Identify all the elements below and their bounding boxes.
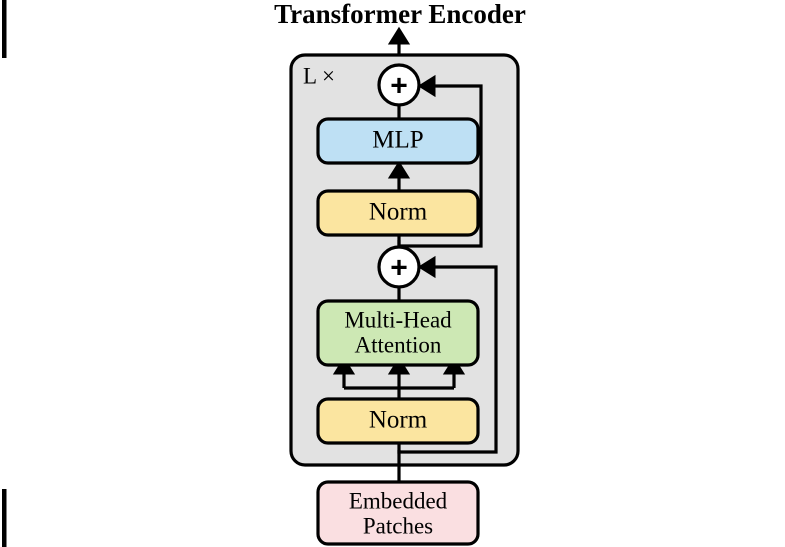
node-multi-head-attention-label-line1: Multi-Head: [344, 307, 452, 332]
node-norm-upper-label: Norm: [369, 199, 428, 226]
node-add-upper-label: +: [390, 70, 408, 103]
node-embedded-patches[interactable]: Embedded Patches: [316, 480, 480, 546]
node-mlp-label: MLP: [372, 127, 423, 154]
node-embedded-patches-shape: [316, 480, 480, 546]
node-mlp[interactable]: MLP: [316, 117, 480, 165]
node-add-upper-shape: [377, 63, 421, 107]
node-add-lower-label: +: [390, 252, 408, 285]
node-norm-lower[interactable]: Norm: [316, 397, 480, 445]
node-embedded-patches-label-line2: Patches: [363, 513, 433, 538]
node-multi-head-attention-label-line2: Attention: [355, 332, 442, 357]
node-add-lower-shape: [377, 245, 421, 289]
node-add-lower[interactable]: +: [377, 245, 421, 289]
node-norm-lower-shape: [316, 397, 480, 445]
page-edge-bar-bottom: [2, 489, 7, 547]
page-title: Transformer Encoder: [274, 0, 526, 29]
node-norm-upper-shape: [316, 189, 480, 237]
repeat-count-label: L ×: [303, 63, 335, 88]
node-embedded-patches-label-line1: Embedded: [349, 488, 448, 513]
page-edge-bar-top: [2, 0, 7, 58]
node-multi-head-attention-shape: [316, 299, 480, 367]
node-norm-lower-label: Norm: [369, 407, 428, 434]
node-norm-upper[interactable]: Norm: [316, 189, 480, 237]
node-multi-head-attention[interactable]: Multi-Head Attention: [316, 299, 480, 367]
node-mlp-shape: [316, 117, 480, 165]
node-add-upper[interactable]: +: [377, 63, 421, 107]
